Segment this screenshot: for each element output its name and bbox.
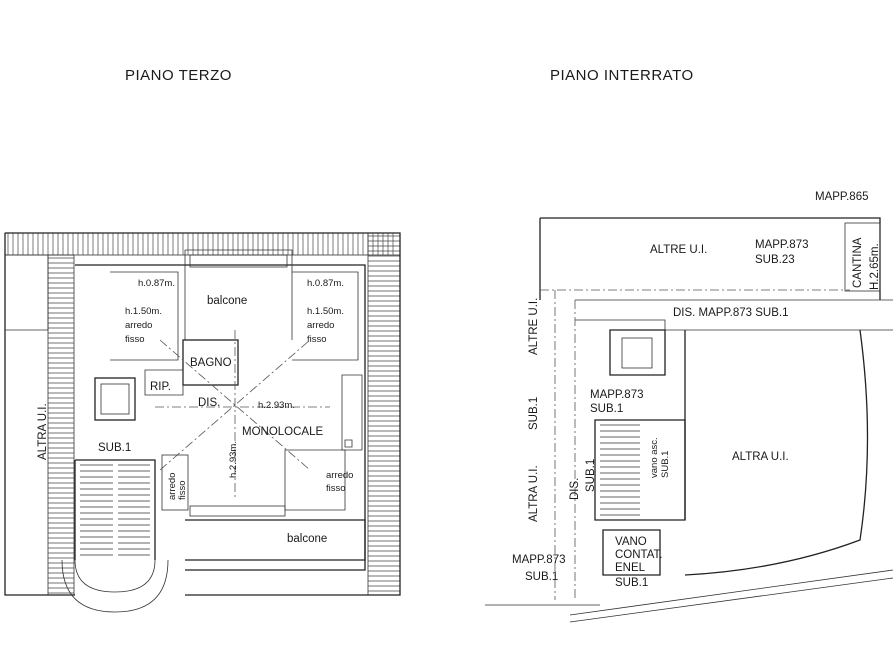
dis-mapp873-label: DIS. MAPP.873 SUB.1	[673, 307, 788, 319]
arredo-vertical: arredo	[167, 473, 178, 500]
h293-horizontal: h.2.93m.	[258, 400, 295, 411]
rip-label: RIP.	[150, 381, 171, 393]
sub1-vertical-2: SUB.1	[585, 459, 597, 492]
bagno-label: BAGNO	[190, 357, 232, 369]
balcone-bottom-label: balcone	[287, 533, 327, 545]
altra-ui-left: ALTRA U.I.	[37, 403, 49, 460]
fisso-right: fisso	[307, 334, 327, 345]
altre-ui-top: ALTRE U.I.	[650, 244, 707, 256]
roof-hatch-top	[7, 233, 394, 255]
altra-ui-vertical: ALTRA U.I.	[528, 465, 540, 522]
title-piano-terzo: PIANO TERZO	[125, 67, 232, 84]
fisso-left: fisso	[125, 334, 145, 345]
enel-label: ENEL	[615, 562, 646, 574]
sub1-label: SUB.1	[98, 442, 131, 454]
stair-flight-basement	[600, 424, 640, 516]
h150-left: h.1.50m.	[125, 306, 162, 317]
dis-label: DIS.	[198, 397, 220, 409]
vano-asc-sub: SUB.1	[660, 451, 671, 478]
mapp873-mid: MAPP.873	[590, 389, 644, 401]
dis-vertical: DIS.	[569, 478, 581, 500]
sub1-vertical: SUB.1	[528, 397, 540, 430]
arredo-left: arredo	[125, 320, 152, 331]
fisso-bottom-right: fisso	[326, 483, 346, 494]
monolocale-label: MONOLOCALE	[242, 426, 323, 438]
mapp873-top: MAPP.873	[755, 239, 809, 251]
fisso-vertical: fisso	[177, 480, 188, 500]
arredo-right: arredo	[307, 320, 334, 331]
h087-left: h.0.87m.	[138, 278, 175, 289]
sub1-mid: SUB.1	[590, 403, 623, 415]
balcone-top-label: balcone	[207, 295, 247, 307]
arredo-bottom-right: arredo	[326, 470, 353, 481]
title-piano-interrato: PIANO INTERRATO	[550, 67, 694, 84]
cantina-height: H.2.65m.	[869, 243, 881, 290]
sub1-bottom: SUB.1	[525, 571, 558, 583]
mapp873-bottom: MAPP.873	[512, 554, 566, 566]
altre-ui-vertical: ALTRE U.I.	[528, 298, 540, 355]
cantina-label: CANTINA	[852, 237, 864, 288]
roof-hatch-right	[368, 235, 400, 592]
stair-flight	[80, 464, 150, 556]
h087-right: h.0.87m.	[307, 278, 344, 289]
contat-label: CONTAT.	[615, 549, 663, 561]
mapp865-label: MAPP.865	[815, 191, 869, 203]
sub1-enel: SUB.1	[615, 577, 648, 589]
piano-terzo-plan: balcone h.0.87m. h.1.50m. arredo fisso h…	[4, 232, 401, 613]
h150-right: h.1.50m.	[307, 306, 344, 317]
h293-vertical: h.2.93m.	[228, 441, 239, 478]
sub23-label: SUB.23	[755, 254, 795, 266]
roof-hatch-left	[48, 257, 74, 594]
vano-label: VANO	[615, 536, 647, 548]
vano-asc-label: vano asc.	[649, 437, 660, 478]
piano-interrato-plan: MAPP.865 ALTRE U.I. MAPP.873 SUB.23 CANT…	[485, 191, 893, 623]
altra-ui-big: ALTRA U.I.	[732, 451, 789, 463]
